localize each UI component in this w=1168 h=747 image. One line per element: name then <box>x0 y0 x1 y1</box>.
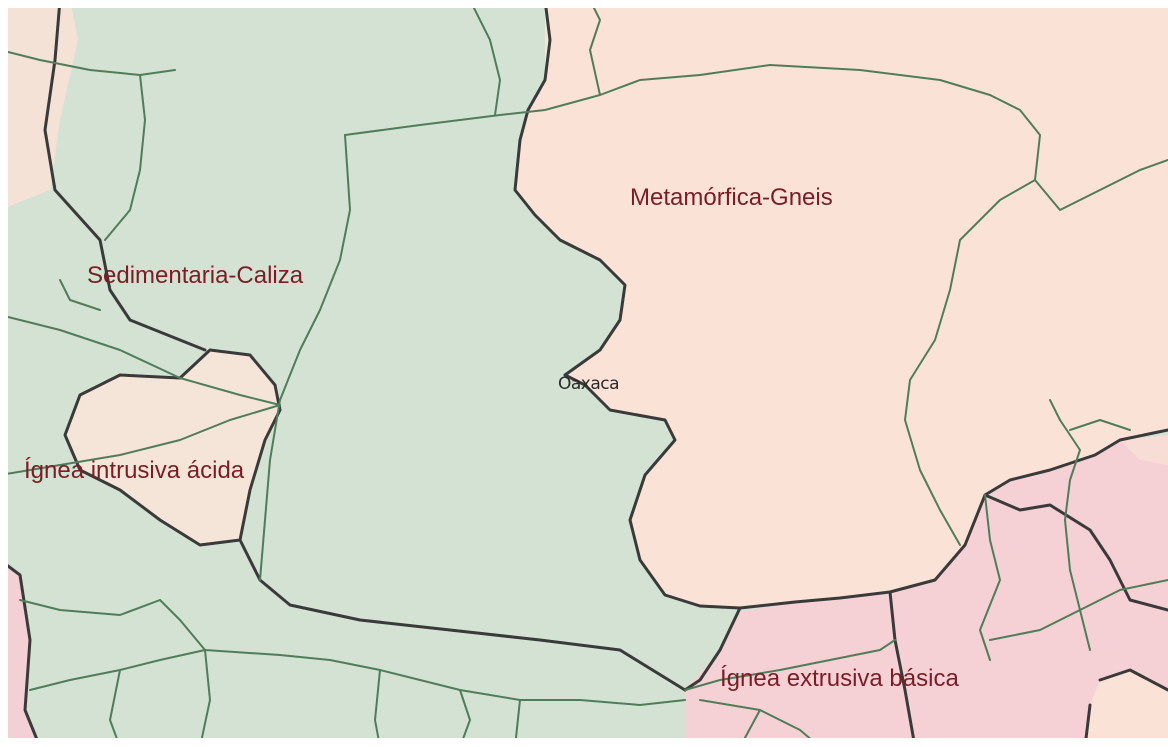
label-igneous-intrusive: Ígnea intrusiva ácida <box>24 457 245 484</box>
metamorphic-region <box>515 0 1168 608</box>
igneous-intrusive-region <box>65 350 280 545</box>
extrusive-patch-east <box>1120 435 1168 465</box>
metamorphic-region-northwest <box>0 0 78 210</box>
frame-top <box>0 0 1168 8</box>
label-sedimentary: Sedimentaria-Caliza <box>87 262 304 289</box>
label-city-oaxaca: Oaxaca <box>558 374 620 394</box>
extrusive-patch-southeast <box>1085 670 1168 747</box>
frame-bottom <box>0 738 1168 747</box>
igneous-extrusive-region-west <box>0 560 40 747</box>
label-metamorphic: Metamórfica-Gneis <box>630 184 833 211</box>
label-igneous-extrusive: Ígnea extrusiva básica <box>720 665 959 692</box>
igneous-extrusive-region <box>685 440 1168 747</box>
frame-left <box>0 0 8 747</box>
